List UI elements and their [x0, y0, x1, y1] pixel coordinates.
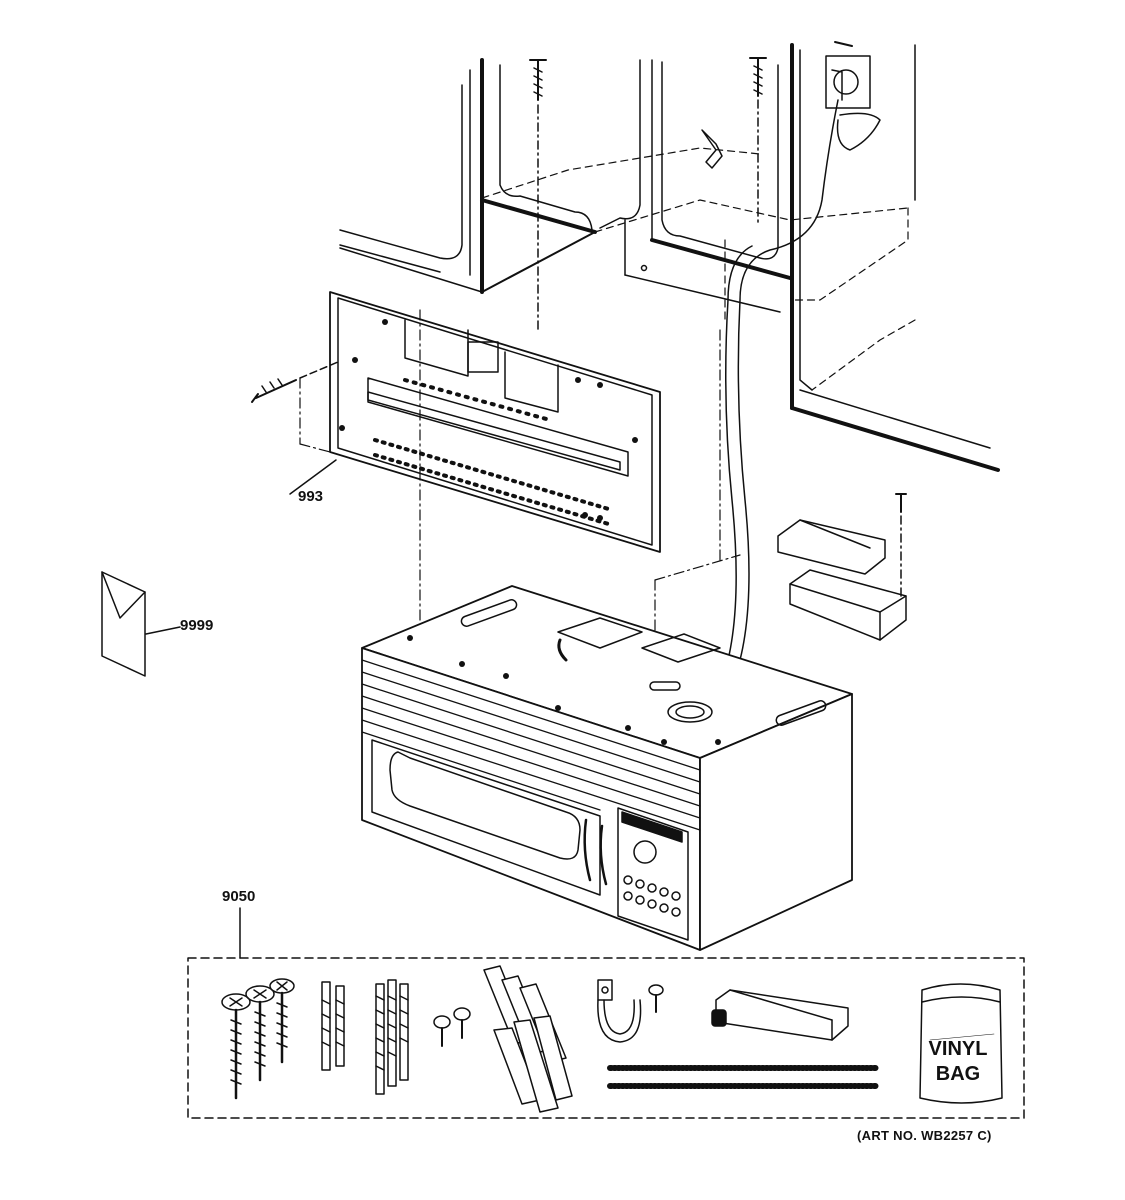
wood-screw-icon	[221, 993, 251, 1100]
wall-cabinet-left	[339, 58, 653, 294]
screw-icon	[749, 57, 767, 226]
art-number: (ART NO. WB2257 C)	[857, 1128, 992, 1143]
outlet-icon	[825, 41, 871, 109]
callout-9050: 9050	[222, 888, 256, 905]
cabinet-dashed-outlines	[481, 147, 916, 391]
microwave-oven	[361, 585, 853, 951]
leader-line	[145, 626, 181, 635]
toggle-bolt-icon	[321, 981, 345, 1071]
machine-screw-icon	[433, 1007, 471, 1047]
damper-box	[789, 569, 907, 641]
vinyl-bag-label-line2: BAG	[936, 1063, 980, 1085]
damper-cover	[777, 519, 886, 575]
leader-line	[289, 459, 337, 495]
wall-cabinet-right	[790, 44, 1000, 472]
mounting-plate	[329, 291, 661, 553]
hardware-kit-box	[187, 957, 1025, 1119]
spring-strip-icon	[607, 1065, 879, 1089]
wall-cabinet-center	[624, 43, 794, 313]
callout-9999: 9999	[180, 617, 214, 634]
clip-icon	[701, 129, 723, 169]
wood-screw-icon	[269, 978, 295, 1064]
screw-icon	[529, 59, 547, 331]
cord-clamp-icon	[597, 979, 664, 1043]
callout-993: 993	[298, 488, 324, 505]
screw-icon	[895, 493, 907, 599]
screw-icon	[251, 361, 339, 403]
vinyl-bag-label-line1: VINYL	[929, 1038, 988, 1060]
long-bolt-icon	[375, 979, 409, 1095]
wood-screw-icon	[245, 985, 275, 1082]
toggle-wing-icon	[483, 965, 573, 1113]
envelope-icon	[101, 571, 146, 677]
damper-part-icon	[711, 989, 849, 1041]
vinyl-bag-icon	[919, 983, 1003, 1104]
